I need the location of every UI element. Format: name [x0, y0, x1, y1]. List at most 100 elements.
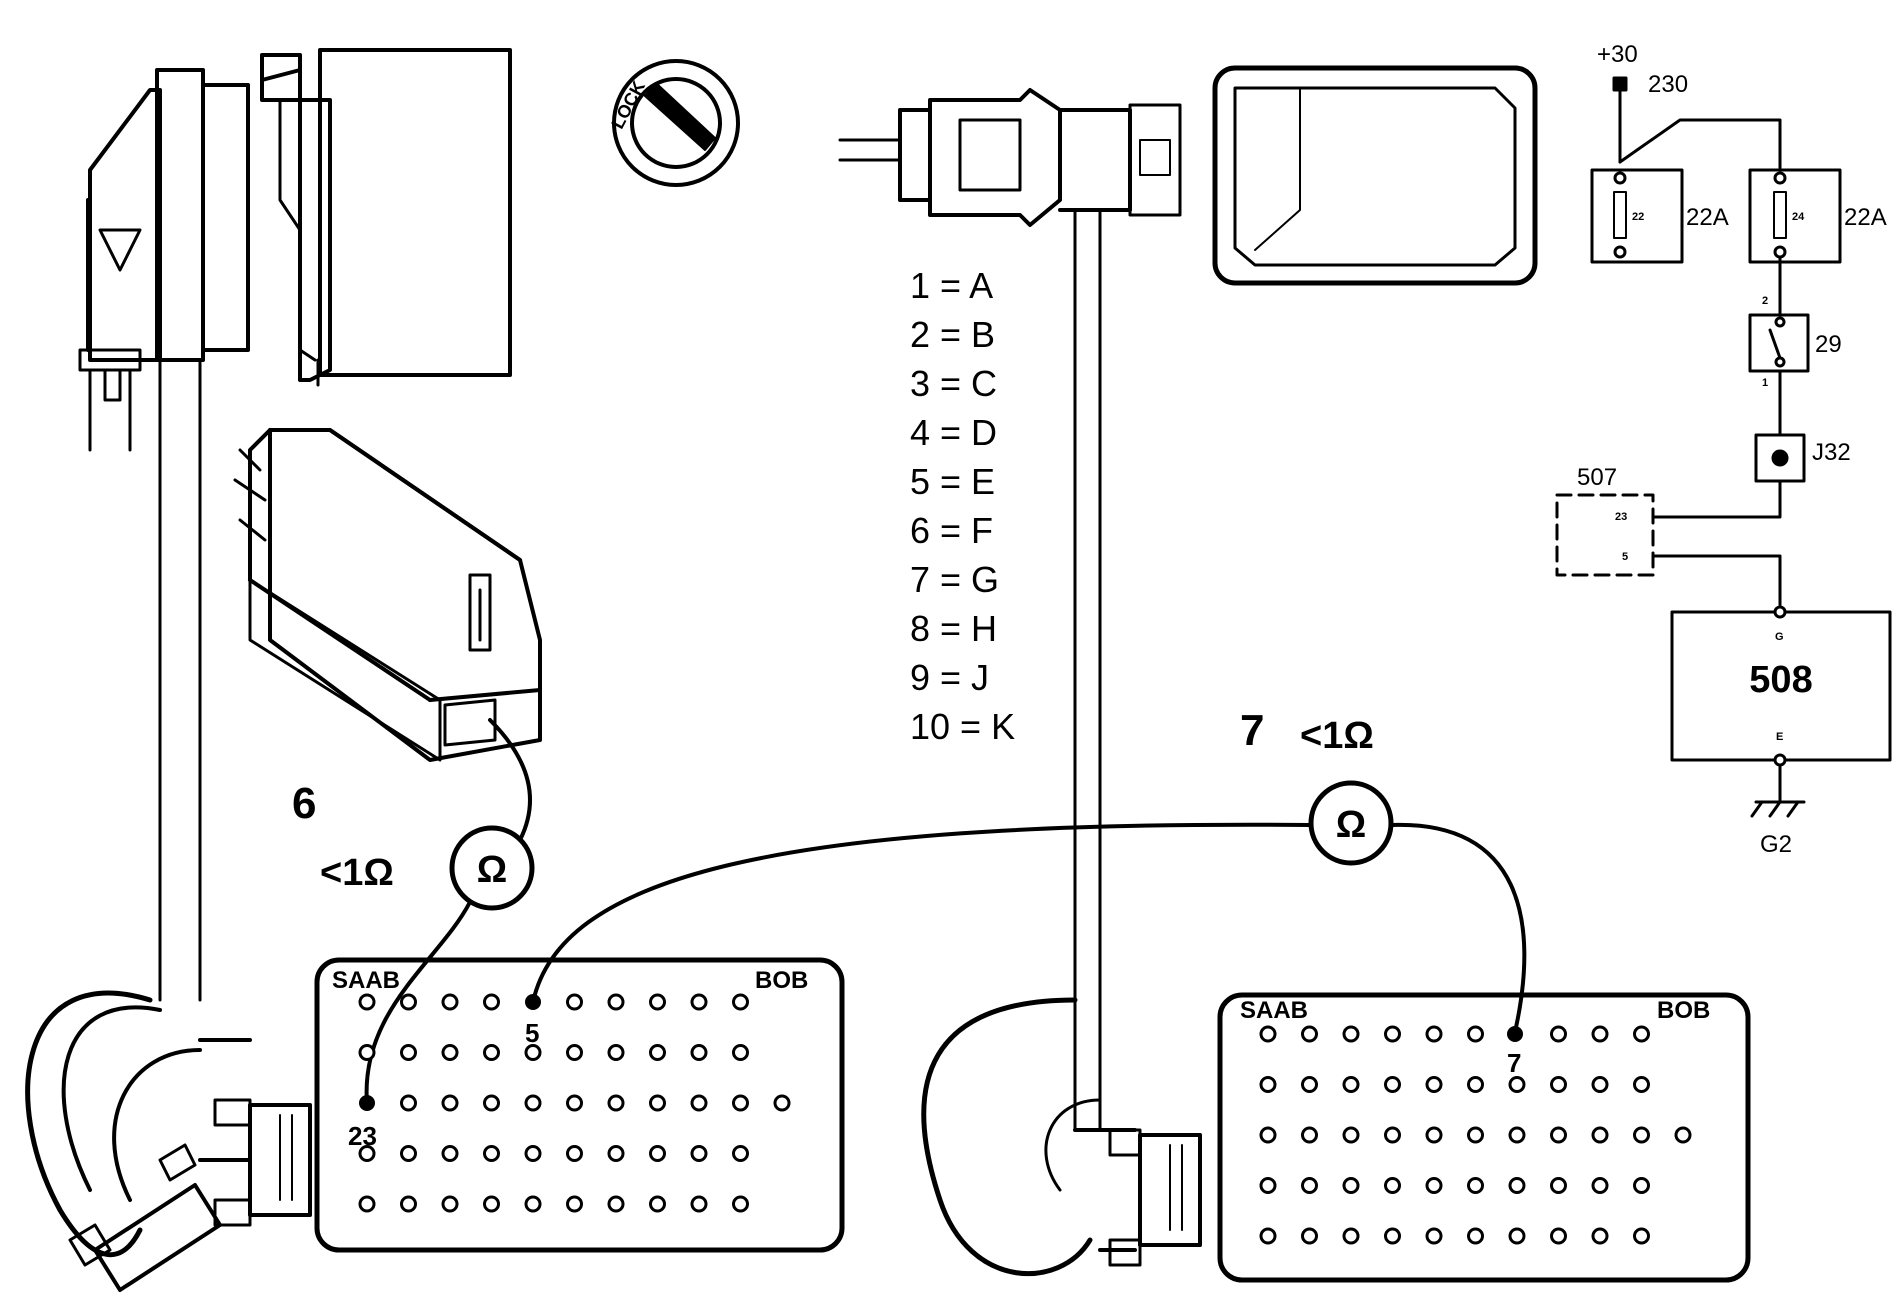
- module-507-pin-b: 5: [1622, 551, 1628, 563]
- harness-left: [25, 990, 312, 1292]
- bob-hole: [607, 1094, 625, 1112]
- bob-hole: [1467, 1227, 1484, 1245]
- module-507: [1555, 493, 1655, 577]
- bob-hole: [1342, 1227, 1360, 1245]
- bob-hole: [1384, 1025, 1401, 1043]
- bob-hole: [690, 1094, 708, 1112]
- bob-hole: [1425, 1025, 1443, 1043]
- bob-hole: [483, 1195, 500, 1213]
- bob-hole: [607, 1195, 625, 1213]
- bob-hole: [1425, 1126, 1443, 1144]
- lead-meter7-to-pin7: [1389, 822, 1527, 1034]
- bob-hole: [1301, 1177, 1318, 1194]
- pin-5-marker: [525, 994, 541, 1010]
- bob-hole: [566, 1094, 583, 1112]
- bob-hole: [1550, 1076, 1567, 1093]
- pin-map-row: 5 = E: [910, 461, 995, 502]
- bob-hole: [1508, 1076, 1526, 1093]
- unit-508-id: 508: [1749, 659, 1812, 701]
- bob-hole: [358, 1044, 376, 1061]
- bob-hole: [1384, 1126, 1401, 1144]
- pin-map-row: 2 = B: [910, 314, 995, 355]
- bob-hole: [607, 1044, 625, 1061]
- bob-hole: [1591, 1227, 1609, 1245]
- bob-hole: [1342, 1177, 1360, 1194]
- harness-right: [921, 997, 1202, 1277]
- bob-hole: [1550, 1177, 1567, 1194]
- bob-hole: [690, 993, 708, 1011]
- lead-relay-to-meter6: [488, 718, 532, 842]
- pin-connector-assembly: [838, 88, 1182, 1132]
- fuse-b-number: 24: [1792, 211, 1805, 223]
- pin-map-row: 10 = K: [910, 706, 1015, 747]
- bob-holes-left: [358, 993, 791, 1213]
- pin-map-row: 6 = F: [910, 510, 993, 551]
- bob-hole: [1467, 1076, 1484, 1093]
- junction-label: J32: [1812, 439, 1851, 466]
- bob-hole: [1508, 1126, 1526, 1144]
- supply-label: +30: [1597, 41, 1638, 68]
- bob-hole: [732, 993, 749, 1011]
- bob-hole: [649, 1145, 666, 1162]
- bob-hole: [524, 1145, 542, 1162]
- supply-terminal: [1612, 76, 1628, 92]
- pin-map-row: 4 = D: [910, 412, 997, 453]
- bob-hole: [1301, 1126, 1318, 1144]
- bob-hole: [732, 1094, 749, 1112]
- bob-hole: [690, 1195, 708, 1213]
- switch-pin-top: 2: [1762, 295, 1768, 307]
- ground-label: G2: [1760, 831, 1792, 858]
- bob-hole: [1301, 1025, 1318, 1043]
- bob-hole: [1633, 1177, 1650, 1194]
- bob-hole: [773, 1094, 791, 1112]
- bob-hole: [649, 1044, 666, 1061]
- bob-hole: [1301, 1227, 1318, 1245]
- ohmmeter-6: [449, 825, 535, 911]
- bob-left-pin5-label: 5: [525, 1018, 539, 1048]
- meter7-reading: <1Ω: [1300, 715, 1374, 757]
- bob-hole: [1342, 1076, 1360, 1093]
- bob-hole: [358, 1195, 376, 1213]
- lock-cylinder-icon: [612, 59, 740, 187]
- bob-hole: [358, 1145, 376, 1162]
- bob-hole: [1467, 1126, 1484, 1144]
- meter7-symbol: Ω: [1336, 804, 1366, 846]
- bob-hole: [1384, 1076, 1401, 1093]
- pin-map-row: 7 = G: [910, 559, 999, 600]
- bob-hole: [566, 1145, 583, 1162]
- module-507-id: 507: [1577, 464, 1617, 491]
- pin-map-row: 9 = J: [910, 657, 989, 698]
- bob-hole: [1508, 1177, 1526, 1194]
- bob-hole: [1301, 1076, 1318, 1093]
- circuit-schematic: [1555, 76, 1892, 818]
- bob-hole: [1259, 1177, 1277, 1194]
- pin-map-row: 1 = A: [910, 265, 993, 306]
- bob-hole: [1550, 1227, 1567, 1245]
- bob-hole: [358, 993, 376, 1011]
- bob-hole: [441, 1094, 459, 1112]
- bob-hole: [732, 1145, 749, 1162]
- bob-hole: [441, 993, 459, 1011]
- wire-230-label: 230: [1648, 71, 1688, 98]
- bob-hole: [400, 1094, 417, 1112]
- bob-hole: [1425, 1076, 1443, 1093]
- bob-right-pin7-label: 7: [1507, 1048, 1521, 1078]
- bob-hole: [1633, 1025, 1650, 1043]
- pin-23-marker: [359, 1095, 375, 1111]
- ignition-switch-assembly: [78, 48, 512, 1002]
- pin-map-list: 1 = A 2 = B 3 = C 4 = D 5 = E 6 = F 7 = …: [910, 265, 1015, 747]
- bob-hole: [524, 1044, 542, 1061]
- lock-label: LOCK: [607, 78, 649, 132]
- bob-hole: [1342, 1025, 1360, 1043]
- bob-left-brand: SAAB: [332, 967, 400, 994]
- meter6-symbol: Ω: [477, 849, 507, 891]
- bob-hole: [566, 1195, 583, 1213]
- bob-left-model: BOB: [755, 967, 808, 994]
- unit-508-pin-bottom: E: [1776, 731, 1783, 743]
- bob-left-pin23-label: 23: [348, 1121, 377, 1151]
- pin-map-row: 8 = H: [910, 608, 997, 649]
- ground-icon: [1750, 800, 1806, 818]
- pin-7-marker: [1507, 1026, 1523, 1042]
- bob-hole: [1633, 1227, 1650, 1245]
